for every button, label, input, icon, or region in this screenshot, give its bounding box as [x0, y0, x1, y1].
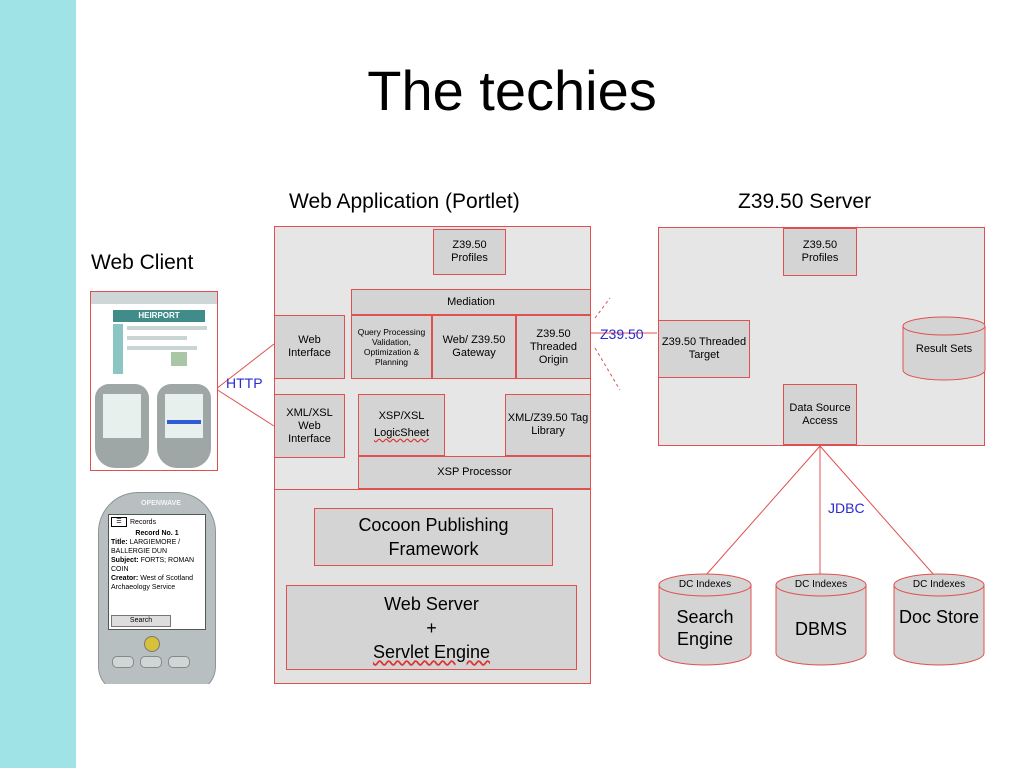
browser-toolbar: [91, 292, 217, 304]
jdbc-label: JDBC: [828, 500, 865, 516]
phone-brand: OPENWAVE: [141, 500, 181, 507]
server-profiles-box: Z39.50 Profiles: [783, 228, 857, 276]
browser-content-line: [127, 326, 207, 330]
logicsheet-label: LogicSheet: [373, 427, 430, 439]
cocoon-framework-box: Cocoon Publishing Framework: [314, 508, 553, 566]
web-client-screenshot: HEIRPORT: [90, 291, 218, 471]
phone-creator-row: Creator: West of Scotland Archaeology Se…: [111, 574, 203, 592]
doc-store-wrapper: [893, 573, 985, 672]
web-server-line-2: +: [426, 617, 437, 638]
result-sets-cylinder: [902, 316, 986, 381]
phone-title-label: Title:: [111, 539, 128, 546]
small-phone-right: [157, 384, 211, 468]
threaded-target-box: Z39.50 Threaded Target: [658, 320, 750, 378]
phone-nav-button[interactable]: [144, 636, 160, 652]
search-engine-cylinder: [658, 573, 752, 666]
tag-library-box: XML/Z39.50 Tag Library: [505, 394, 591, 456]
doc-store-small-label: DC Indexes: [912, 579, 966, 590]
doc-store-cylinder: [893, 573, 985, 666]
browser-nav-column: [113, 324, 123, 374]
phone-menu-label: Records: [130, 518, 157, 526]
xsp-xsl-box: XSP/XSL LogicSheet: [358, 394, 445, 456]
small-phone-left-screen: [103, 394, 141, 438]
web-interface-box: Web Interface: [274, 315, 345, 379]
phone-key[interactable]: [140, 656, 162, 668]
result-sets-label: Result Sets: [915, 343, 973, 355]
openwave-phone: OPENWAVE ☰ Records Record No. 1 Title: L…: [90, 490, 222, 684]
dbms-cylinder: [775, 573, 867, 666]
search-engine-small-label: DC Indexes: [678, 579, 732, 590]
phone-subject-label: Subject:: [111, 557, 139, 564]
left-accent-bar: [0, 0, 76, 768]
browser-thumbnail: [171, 352, 187, 366]
web-server-box: Web Server + Servlet Engine: [286, 585, 577, 670]
web-app-heading: Web Application (Portlet): [289, 190, 520, 213]
dbms-small-label: DC Indexes: [794, 579, 848, 590]
phone-title-row: Title: LARGIEMORE / BALLERGIE DUN: [111, 538, 203, 556]
xsp-xsl-label: XSP/XSL: [378, 410, 425, 422]
phone-screen: ☰ Records Record No. 1 Title: LARGIEMORE…: [108, 514, 206, 630]
doc-store-label: Doc Store: [898, 607, 980, 627]
record-number: Record No. 1: [135, 530, 179, 537]
phone-key[interactable]: [168, 656, 190, 668]
phone-subject-row: Subject: FORTS; ROMAN COIN: [111, 556, 203, 574]
phone-creator-value: West of Scotland Archaeology Service: [111, 575, 193, 591]
small-phone-right-screen: [165, 394, 203, 438]
slide-title: The techies: [367, 59, 657, 122]
phone-key[interactable]: [112, 656, 134, 668]
xml-xsl-box: XML/XSL Web Interface: [274, 394, 345, 458]
threaded-origin-box: Z39.50 Threaded Origin: [516, 315, 591, 379]
phone-subject-value: FORTS; ROMAN COIN: [111, 557, 195, 573]
cocoon-line-1: Cocoon Publishing: [358, 515, 509, 535]
browser-content-line: [127, 336, 187, 340]
z3950-label: Z39.50: [600, 326, 644, 342]
mediation-box: Mediation: [351, 289, 591, 315]
data-source-box: Data Source Access: [783, 384, 857, 445]
web-client-heading: Web Client: [91, 251, 194, 274]
webapp-z-profiles: Z39.50 Profiles: [433, 229, 506, 275]
search-engine-label: Search Engine: [676, 607, 734, 649]
phone-creator-label: Creator:: [111, 575, 139, 582]
selected-row: [167, 420, 201, 424]
phone-menu-row: ☰ Records: [111, 517, 203, 527]
web-server-line-3: Servlet Engine: [372, 641, 491, 662]
xsp-processor-box: XSP Processor: [358, 456, 591, 489]
query-processing-box: Query Processing Validation, Optimizatio…: [351, 315, 432, 379]
cocoon-line-2: Framework: [388, 539, 479, 559]
dbms-label: DBMS: [794, 619, 847, 639]
phone-title-value: LARGIEMORE / BALLERGIE DUN: [111, 539, 181, 555]
browser-content-line: [127, 346, 197, 350]
heirport-banner: HEIRPORT: [113, 310, 205, 322]
small-phone-left: [95, 384, 149, 468]
phone-search-button[interactable]: Search: [111, 615, 171, 627]
z-server-heading: Z39.50 Server: [738, 190, 872, 213]
http-label: HTTP: [226, 375, 263, 391]
gateway-box: Web/ Z39.50 Gateway: [432, 315, 516, 379]
menu-icon: ☰: [111, 517, 127, 527]
web-server-line-1: Web Server: [384, 593, 479, 614]
